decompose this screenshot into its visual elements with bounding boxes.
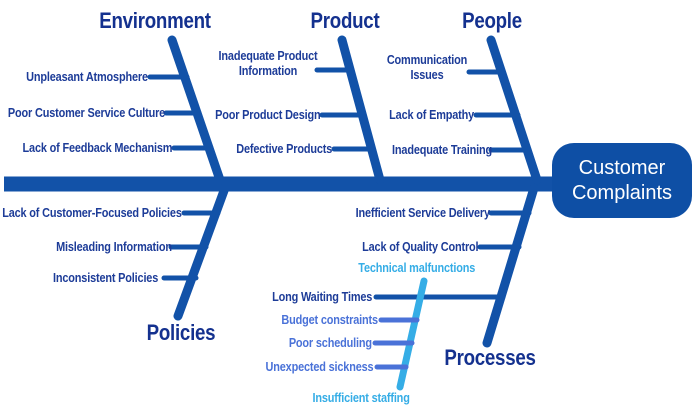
subcause-budget-constraints: Budget constraints [281, 312, 379, 327]
cause-lack-of-customer-focused-policies: Lack of Customer-Focused Policies [2, 205, 182, 220]
category-title-people: People [462, 8, 522, 33]
effect-label-line1: Customer [578, 157, 666, 179]
sub-branch-tail-insufficient-staffing: Insufficient staffing [312, 390, 410, 405]
category-title-policies: Policies [146, 320, 216, 345]
cause-unpleasant-atmosphere: Unpleasant Atmosphere [26, 69, 148, 84]
cause-inconsistent-policies: Inconsistent Policies [52, 270, 158, 285]
people-bone [486, 35, 542, 185]
cause-poor-customer-service-culture: Poor Customer Service Culture [7, 105, 165, 120]
cause-communication-issues: Communication Issues [386, 52, 468, 82]
cause-inadequate-training: Inadequate Training [392, 142, 492, 157]
subcause-unexpected-sickness: Unexpected sickness [265, 359, 373, 374]
environment-bone [167, 35, 225, 185]
sub-branch-head-technical-malfunctions: Technical malfunctions [358, 260, 475, 275]
policies-bone [173, 183, 230, 321]
cause-lack-of-quality-control: Lack of Quality Control [361, 239, 478, 254]
cause-inadequate-product-information: Inadequate Product Information [218, 48, 318, 78]
cause-long-waiting-times: Long Waiting Times [271, 289, 372, 304]
category-title-environment: Environment [99, 8, 211, 33]
effect-box-customer-complaints: Customer Complaints [552, 143, 692, 218]
cause-defective-products: Defective Products [236, 141, 332, 156]
cause-lack-of-feedback-mechanism: Lack of Feedback Mechanism [22, 140, 172, 155]
cause-inefficient-service-delivery: Inefficient Service Delivery [355, 205, 490, 220]
subcause-poor-scheduling: Poor scheduling [288, 335, 372, 350]
effect-label-line2: Complaints [571, 182, 673, 204]
category-title-product: Product [310, 8, 380, 33]
cause-lack-of-empathy: Lack of Empathy [389, 107, 474, 122]
cause-misleading-information: Misleading Information [56, 239, 172, 254]
product-bone [337, 35, 385, 185]
category-title-processes: Processes [444, 345, 536, 370]
cause-poor-product-design: Poor Product Design [214, 107, 321, 122]
